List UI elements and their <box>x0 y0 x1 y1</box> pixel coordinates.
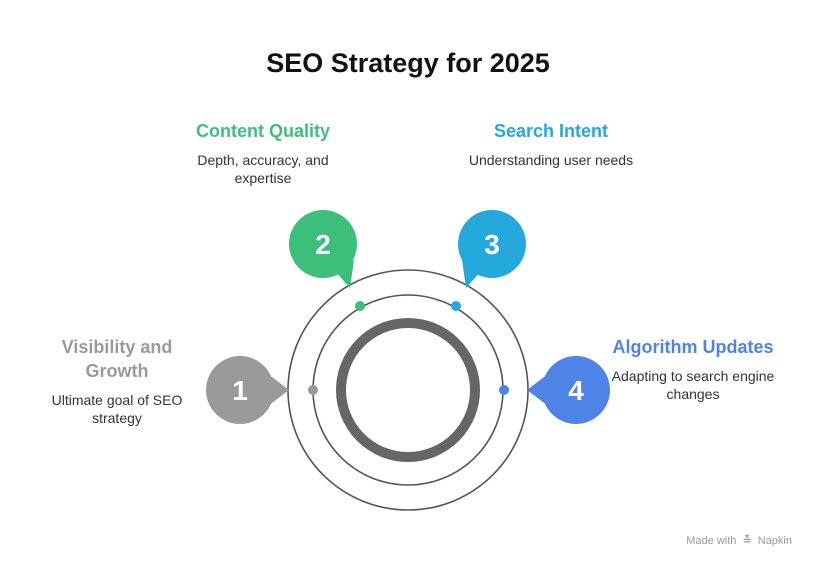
step-3-number: 3 <box>484 229 500 260</box>
step-2-dot <box>355 301 365 311</box>
step-3-description: Understanding user needs <box>468 152 634 168</box>
step-1-number: 1 <box>232 375 248 406</box>
step-4-badge: 4 <box>527 356 610 424</box>
step-4-dot <box>499 385 509 395</box>
made-with-text: Made with <box>686 535 737 547</box>
step-1-dot <box>308 385 318 395</box>
outer-ring <box>287 269 529 511</box>
step-1-label: Visibility and Growth Ultimate goal of S… <box>32 335 202 427</box>
step-3-title: Search Intent <box>493 121 609 141</box>
step-3-label: Search Intent Understanding user needs <box>466 119 636 169</box>
step-3-badge: 3 <box>458 210 526 288</box>
step-4-title: Algorithm Updates <box>612 337 774 357</box>
page-title: SEO Strategy for 2025 <box>266 48 550 78</box>
step-2-number: 2 <box>315 229 331 260</box>
central-hub <box>336 318 480 462</box>
step-4-label: Algorithm Updates Adapting to search eng… <box>608 335 778 403</box>
step-2-title: Content Quality <box>196 121 330 141</box>
step-3-dot <box>451 301 461 311</box>
step-4-description: Adapting to search engine changes <box>611 368 775 402</box>
step-4-number: 4 <box>568 375 584 406</box>
step-1-badge: 1 <box>206 356 289 424</box>
step-2-badge: 2 <box>289 210 357 288</box>
napkin-logo-icon: ≛ <box>742 535 752 547</box>
napkin-brand-text: Napkin <box>757 535 792 547</box>
made-with-napkin-footer[interactable]: Made with ≛ Napkin <box>686 534 792 547</box>
step-1-title: Visibility and Growth <box>61 337 173 381</box>
step-2-label: Content Quality Depth, accuracy, and exp… <box>178 119 348 187</box>
step-1-description: Ultimate goal of SEO strategy <box>51 392 183 426</box>
step-2-description: Depth, accuracy, and expertise <box>197 152 329 186</box>
